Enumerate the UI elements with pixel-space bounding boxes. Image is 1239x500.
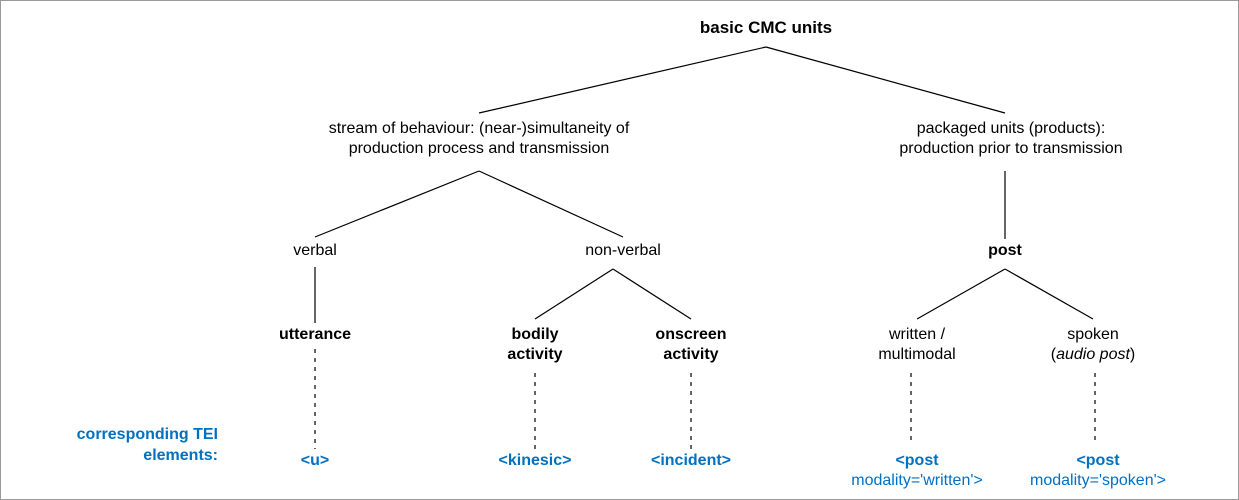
tei-post-spoken-tag: <post — [1076, 452, 1120, 469]
edge-stream-to-nonverbal — [478, 170, 624, 238]
tei-element-incident: <incident> — [650, 452, 732, 469]
node-written-multimodal: written / multimodal — [878, 326, 956, 364]
node-bodily-activity: bodily activity — [507, 326, 563, 364]
edge-nonverbal-to-bodily — [534, 268, 614, 320]
node-non-verbal: non-verbal — [585, 242, 661, 259]
edge-root-to-stream — [478, 46, 767, 114]
node-verbal: verbal — [293, 242, 337, 259]
node-post: post — [988, 242, 1022, 259]
edge-nonverbal-to-onscreen — [612, 268, 692, 320]
tei-element-post-spoken: <post modality='spoken'> — [983, 451, 1213, 492]
node-basic-cmc-units: basic CMC units — [699, 18, 833, 37]
node-packaged-units: packaged units (products): production pr… — [899, 120, 1123, 158]
node-audio-post-paren-close: ) — [1129, 346, 1136, 364]
node-audio-post-paren-open: ( — [1050, 346, 1057, 364]
edge-post-to-spoken — [1004, 268, 1094, 320]
tei-element-kinesic: <kinesic> — [498, 452, 572, 469]
tei-element-u: <u> — [300, 452, 330, 469]
node-stream-of-behaviour: stream of behaviour: (near-)simultaneity… — [328, 120, 630, 158]
node-audio-post-italic: audio post — [1056, 346, 1130, 364]
tei-element-post-written: <post modality='written'> — [802, 451, 1032, 492]
legend-corresponding-tei-elements: corresponding TEI elements: — [76, 426, 218, 464]
node-spoken-audio-post: spoken (audio post) — [1051, 325, 1136, 366]
edge-root-to-packaged — [765, 46, 1006, 114]
node-onscreen-activity: onscreen activity — [655, 326, 727, 364]
tei-post-spoken-attribute: modality='spoken'> — [1030, 472, 1166, 490]
edge-post-to-written — [916, 268, 1006, 320]
node-spoken-label: spoken — [1067, 326, 1119, 343]
edge-stream-to-verbal — [314, 170, 480, 238]
tei-post-written-attribute: modality='written'> — [851, 472, 983, 490]
node-utterance: utterance — [278, 326, 352, 343]
tei-post-written-tag: <post — [895, 452, 939, 469]
